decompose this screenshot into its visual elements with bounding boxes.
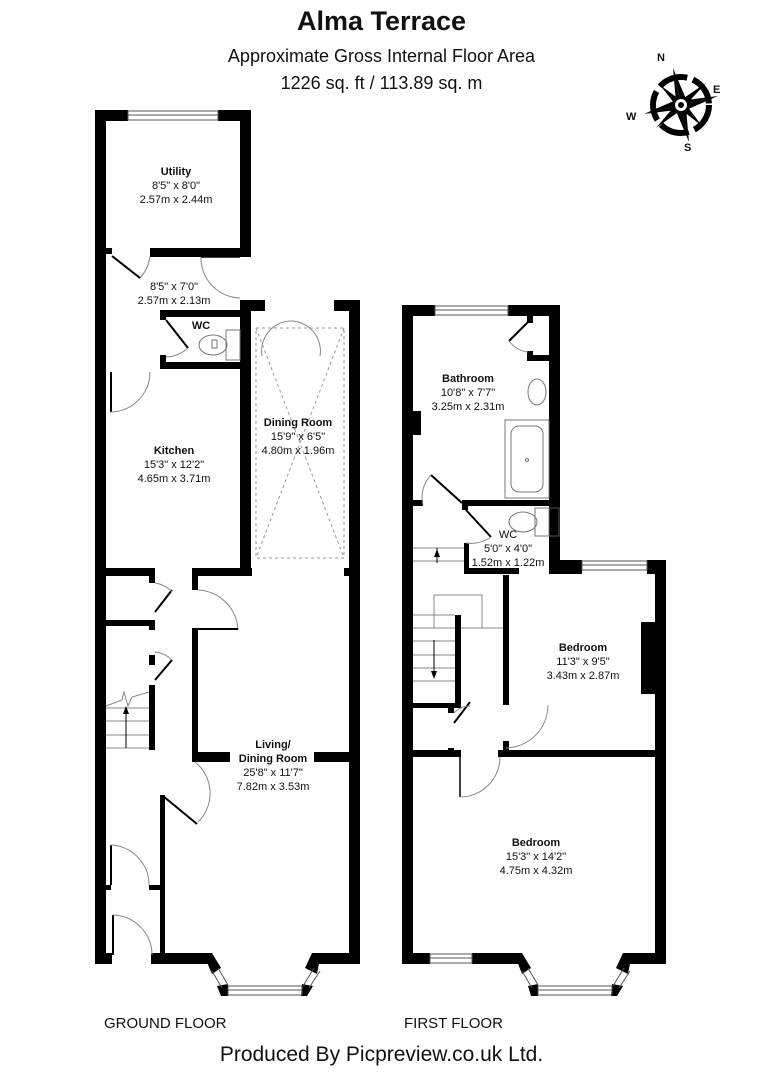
compass-west: W xyxy=(626,111,637,123)
room-name: Bedroom xyxy=(511,837,561,849)
first-floor-fixtures xyxy=(504,378,550,537)
room-metric: 7.82m x 3.53m xyxy=(236,781,310,793)
ground-floor-doors xyxy=(110,255,321,956)
compass-rose-icon: N E S W xyxy=(620,50,740,160)
room-metric: 2.57m x 2.13m xyxy=(137,295,211,307)
room-kitchen: Kitchen 15'3" x 12'2" 4.65m x 3.71m xyxy=(138,444,211,486)
room-metric: 3.25m x 2.31m xyxy=(431,401,505,413)
plan-title: Alma Terrace xyxy=(296,6,467,36)
room-imperial: 10'8" x 7'7" xyxy=(440,387,496,399)
room-metric: 4.75m x 4.32m xyxy=(499,865,573,877)
ground-floor-walls xyxy=(95,110,360,996)
room-wc-ground: WC xyxy=(192,319,210,333)
room-imperial: 15'9" x 6'5" xyxy=(270,431,326,443)
room-name: WC xyxy=(191,320,211,332)
compass-east: E xyxy=(713,84,721,96)
room-imperial: 11'3" x 9'5" xyxy=(556,656,610,668)
room-bedroom-2: Bedroom 11'3" x 9'5" 3.43m x 2.87m xyxy=(547,641,620,683)
first-floor-doors xyxy=(421,319,549,798)
room-name: Utility xyxy=(160,166,192,178)
room-imperial: 25'8" x 11'7" xyxy=(243,767,303,779)
room-name: Bathroom xyxy=(442,373,494,385)
room-dining: Dining Room 15'9" x 6'5" 4.80m x 1.96m xyxy=(262,416,335,458)
room-imperial: 15'3" x 14'2" xyxy=(505,851,567,863)
room-metric: 1.52m x 1.22m xyxy=(471,557,545,569)
room-imperial: 15'3" x 12'2" xyxy=(143,459,205,471)
compass-south: S xyxy=(684,142,692,154)
room-living-dining: Living/ Dining Room 25'8" x 11'7" 7.82m … xyxy=(237,738,310,794)
room-name: Kitchen xyxy=(153,445,195,457)
ground-floor-label: GROUND FLOOR xyxy=(104,1015,227,1032)
room-rear-lobby: 8'5" x 7'0" 2.57m x 2.13m xyxy=(138,280,211,308)
room-name: Living/ xyxy=(255,739,291,751)
room-imperial: 8'5" x 8'0" xyxy=(151,180,201,192)
room-metric: 4.65m x 3.71m xyxy=(137,473,211,485)
producer-credit: Produced By Picpreview.co.uk Ltd. xyxy=(219,1043,544,1066)
room-utility: Utility 8'5" x 8'0" 2.57m x 2.44m xyxy=(140,165,213,207)
room-metric: 2.57m x 2.44m xyxy=(139,194,213,206)
room-metric: 4.80m x 1.96m xyxy=(261,445,335,457)
compass-north: N xyxy=(657,52,665,64)
room-name: Dining Room xyxy=(263,417,333,429)
ground-floor-wc-toilet xyxy=(198,329,241,361)
ground-floor-stairs xyxy=(105,690,150,749)
first-floor-windows xyxy=(429,305,648,996)
room-name: WC xyxy=(498,529,518,541)
room-wc-first: WC 5'0" x 4'0" 1.52m x 1.22m xyxy=(472,528,545,570)
dining-room-roof-lantern xyxy=(255,327,345,559)
room-name: Bedroom xyxy=(558,642,608,654)
room-bathroom: Bathroom 10'8" x 7'7" 3.25m x 2.31m xyxy=(432,372,505,414)
room-name-line2: Dining Room xyxy=(238,753,308,765)
room-imperial: 5'0" x 4'0" xyxy=(483,543,533,555)
room-metric: 3.43m x 2.87m xyxy=(546,670,620,682)
floor-area: 1226 sq. ft / 113.89 sq. m xyxy=(280,73,483,93)
first-floor-label: FIRST FLOOR xyxy=(404,1015,503,1032)
room-bedroom-1: Bedroom 15'3" x 14'2" 4.75m x 4.32m xyxy=(500,836,573,878)
plan-subtitle: Approximate Gross Internal Floor Area xyxy=(227,46,536,66)
first-floor-walls xyxy=(402,305,666,996)
ground-floor-windows xyxy=(127,110,321,996)
room-imperial: 8'5" x 7'0" xyxy=(149,281,199,293)
first-floor-stairs xyxy=(413,547,503,682)
